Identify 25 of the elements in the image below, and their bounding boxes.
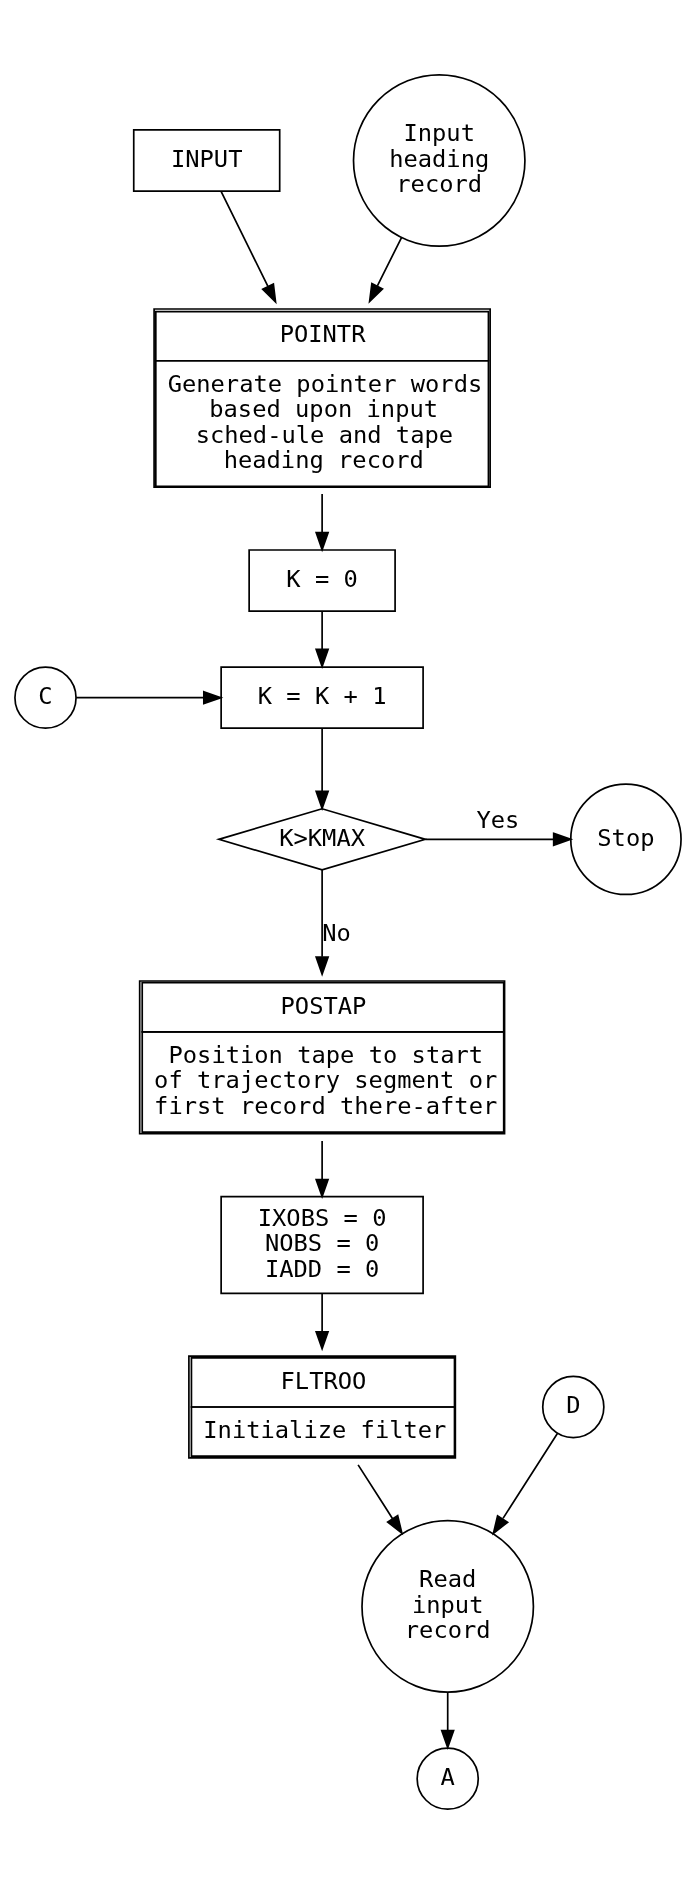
arrow [220, 190, 277, 304]
node-box: K = 0 [248, 548, 396, 612]
node-circle: Read input record [361, 1519, 535, 1693]
arrow [440, 1691, 455, 1750]
edge-label: Yes [476, 805, 520, 834]
node-box: IXOBS = 0 NOBS = 0 IADD = 0 [220, 1195, 424, 1294]
edge-label: No [322, 918, 351, 947]
arrow [315, 610, 330, 669]
node-circle: C [14, 665, 77, 729]
node-circle: D [541, 1375, 605, 1438]
arrow [315, 1139, 330, 1199]
node-box: K = K + 1 [220, 665, 424, 729]
node-circle: Input heading record [352, 73, 526, 247]
node-box: INPUT [132, 128, 281, 192]
arrow [424, 831, 574, 846]
arrow [368, 236, 403, 304]
arrow [492, 1432, 559, 1535]
arrow [357, 1463, 404, 1535]
node-circle: Stop [569, 782, 682, 895]
arrow [315, 868, 330, 977]
arrow [75, 690, 224, 705]
arrow [315, 1292, 330, 1351]
node-circle: A [416, 1746, 480, 1810]
arrow [315, 492, 330, 552]
arrow [315, 727, 330, 811]
